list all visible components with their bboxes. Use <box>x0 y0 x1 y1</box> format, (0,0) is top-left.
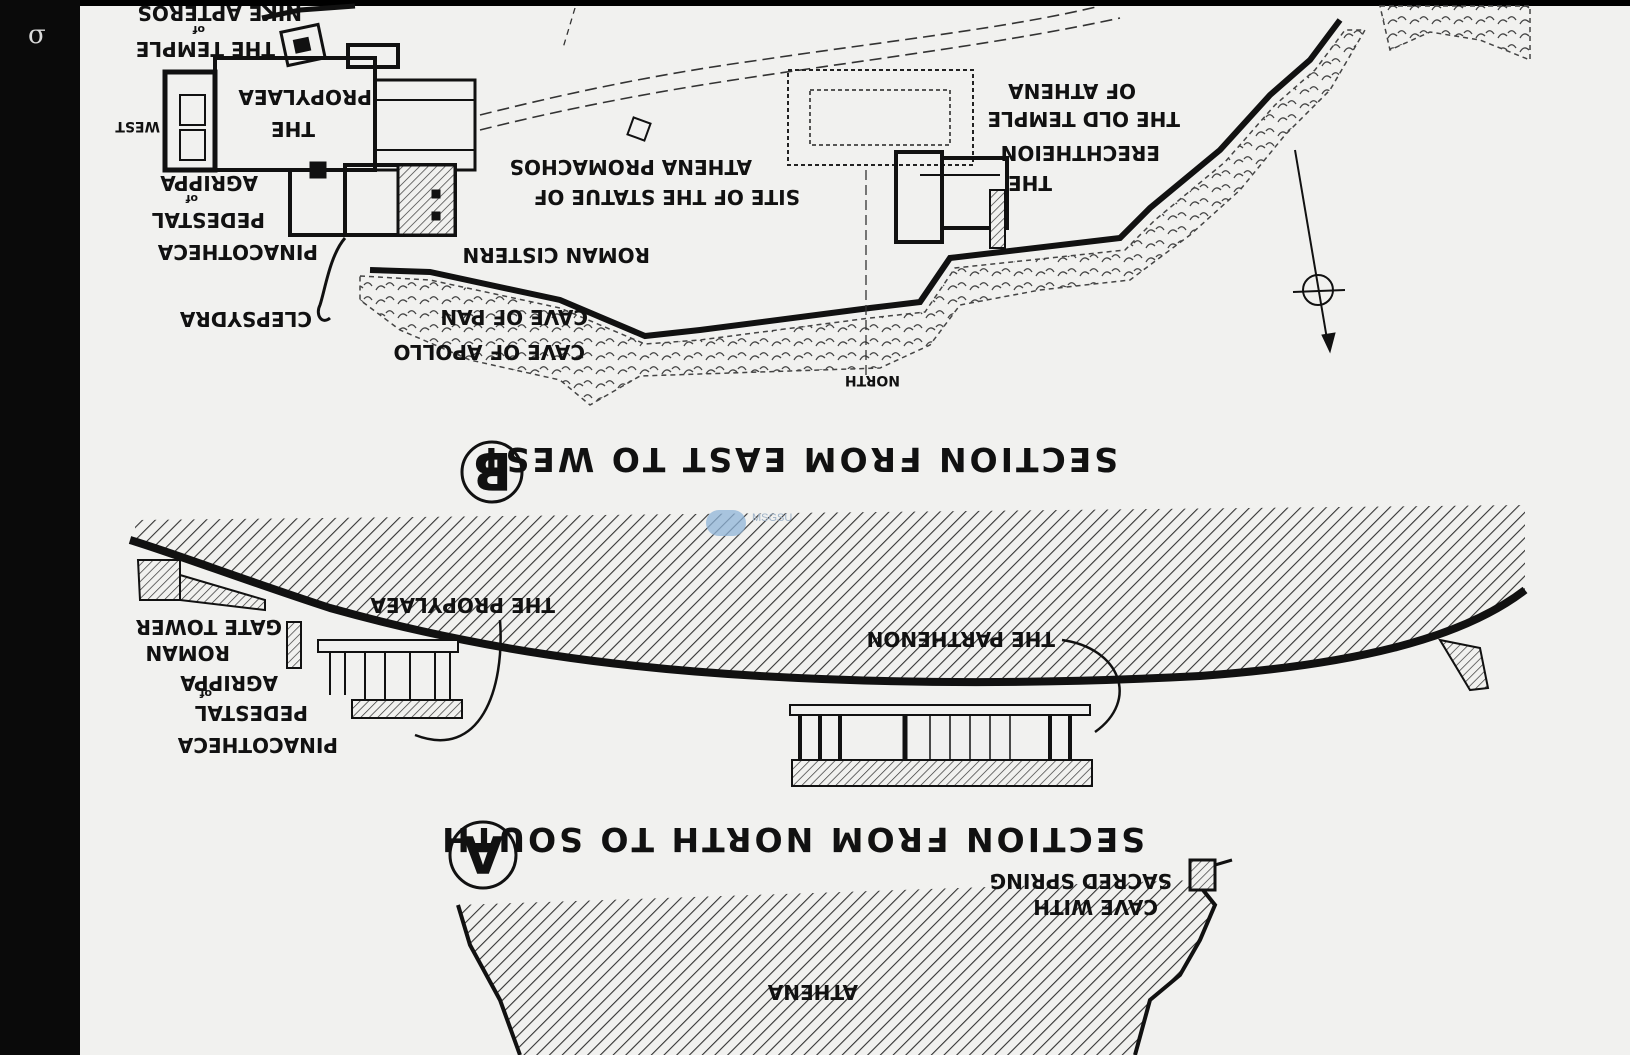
section-a-label-athena: ATHENA <box>767 980 858 1004</box>
label-old-temple: THE OLD TEMPLE <box>987 107 1180 131</box>
label-erechtheion: ERECHTHEION <box>1001 141 1160 165</box>
section-b-letter: B <box>472 440 512 500</box>
old-temple-cella <box>809 89 951 146</box>
watermark-text: MSGSU <box>752 512 793 524</box>
section-b-east-end <box>1437 638 1490 692</box>
label-propylaea: PROPYLAEA <box>238 85 372 109</box>
section-a-label-cave-with: CAVE WITH <box>1033 895 1158 919</box>
label-cave-of-apollo: CAVE OF APOLLO <box>394 340 585 364</box>
section-a: A SECTION FROM NORTH TO SOUTH CAVE WITH … <box>439 820 1233 1055</box>
site-plan: NIKE APTEROS THE TEMPLE of PROPYLAEA THE… <box>115 1 1531 406</box>
section-b-label-roman: ROMAN <box>145 641 230 665</box>
north-arrow-compass <box>1292 149 1346 354</box>
section-b-label-pedestal: PEDESTAL <box>194 701 308 725</box>
section-a-spring-marker <box>1188 858 1233 892</box>
label-pinacotheca: PINACOTHECA <box>157 240 318 264</box>
section-a-label-sacred-spring: SACRED SPRING <box>990 869 1172 893</box>
section-b-label-pedestal-of: of <box>199 687 212 700</box>
film-mark: σ <box>28 20 46 50</box>
section-b-title: SECTION FROM EAST TO WEST <box>477 440 1118 479</box>
section-b-parthenon <box>789 704 1093 787</box>
section-b-parthenon-arrow <box>1061 638 1121 734</box>
label-temple-of: THE TEMPLE <box>136 37 275 61</box>
label-clepsydra: CLEPSYDRA <box>179 307 312 331</box>
clepsydra-marker <box>316 237 347 322</box>
section-a-title: SECTION FROM NORTH TO SOUTH <box>439 820 1145 859</box>
survey-line <box>562 7 576 49</box>
label-nike-apteros: NIKE APTEROS <box>137 1 302 25</box>
section-b-label-pinacotheca: PINACOTHECA <box>177 733 338 757</box>
propylaea-plan <box>162 43 477 237</box>
label-erechtheion-the: THE <box>1008 171 1052 195</box>
section-b-letter-circle <box>460 440 524 504</box>
label-athena-promachos: ATHENA PROMACHOS <box>510 155 752 179</box>
section-b-label-propylaea: THE PROPYLAEA <box>370 593 555 617</box>
label-north: NORTH <box>845 372 900 388</box>
old-temple-footprint <box>787 69 974 166</box>
section-a-letter: A <box>463 823 503 883</box>
label-roman-cistern: ROMAN CISTERN <box>463 243 650 267</box>
acropolis-north-wall <box>369 18 1343 340</box>
label-agrippa: AGRIPPA <box>160 171 258 195</box>
sacred-way <box>479 5 1101 116</box>
label-west: WEST <box>115 118 160 134</box>
section-b-roman-gate <box>286 621 302 669</box>
section-b-propylaea-arrow <box>414 619 502 742</box>
section-a-letter-circle <box>448 820 518 890</box>
section-b: B SECTION FROM EAST TO WEST <box>128 440 1528 787</box>
section-b-label-agrippa: AGRIPPA <box>180 671 278 695</box>
label-the-propylaea: THE <box>271 117 315 141</box>
watermark-logo <box>706 510 746 536</box>
label-cave-of-pan: CAVE OF PAN <box>440 305 588 329</box>
label-site-of-statue: SITE OF THE STATUE OF <box>534 185 800 209</box>
label-of-athena: OF ATHENA <box>1008 79 1136 103</box>
label-pedestal-of: of <box>185 192 198 205</box>
sacred-way-edge <box>479 17 1121 131</box>
promachos-site-marker <box>626 116 652 142</box>
label-pedestal: PEDESTAL <box>151 208 265 232</box>
plan-labels: NIKE APTEROS THE TEMPLE of PROPYLAEA THE… <box>115 1 1180 388</box>
south-east-cliffs <box>1379 5 1531 62</box>
north-slope-rocks <box>359 29 1367 406</box>
acropolis-south-wall <box>261 3 356 21</box>
temple-of-nike-plan <box>279 22 327 68</box>
label-temple-of-sup: of <box>192 23 205 36</box>
section-a-ground-line <box>456 878 1218 1055</box>
section-b-label-gate-tower: GATE TOWER <box>136 615 282 639</box>
section-b-rock-mass <box>135 505 1525 682</box>
section-b-label-parthenon: THE PARTHENON <box>867 627 1055 651</box>
film-edge <box>0 0 80 1055</box>
section-b-gate-tower <box>136 559 266 612</box>
section-b-ground-line <box>128 536 1528 686</box>
section-a-rock-mass <box>458 880 1215 1055</box>
section-b-propylaea-columns <box>317 639 463 719</box>
erechtheion-plan <box>894 150 1009 249</box>
